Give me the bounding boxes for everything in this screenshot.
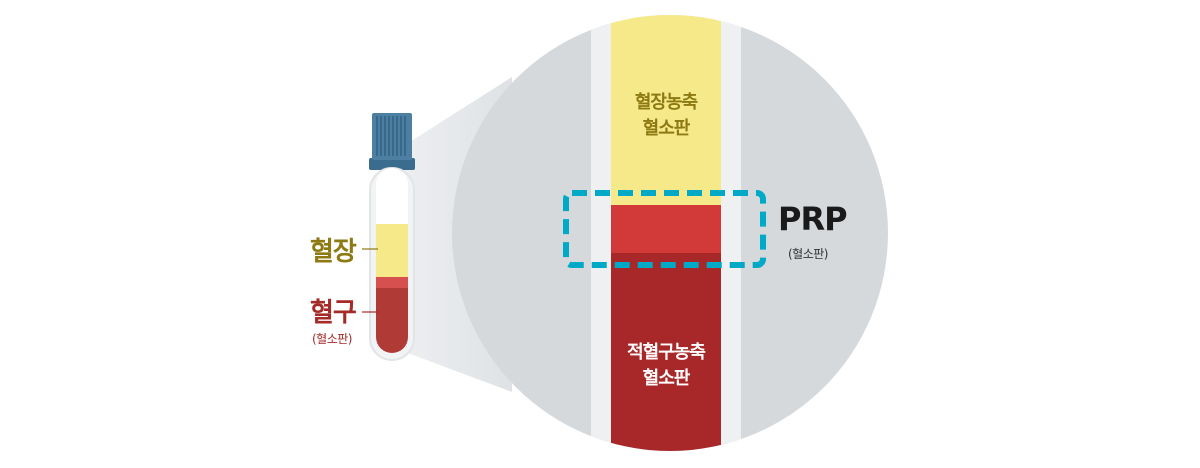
- plasma-band: [611, 15, 721, 205]
- prp-highlight-box: [563, 190, 766, 268]
- tube-plasma: [376, 224, 408, 277]
- plasma-label: 혈장: [310, 237, 357, 267]
- test-tube: [369, 113, 415, 361]
- tube-buffy-coat: [376, 277, 408, 288]
- buffy-coat-band: [611, 205, 721, 253]
- plasma-band-line1: 혈장농축: [634, 92, 698, 113]
- red-cell-band: [611, 253, 721, 451]
- zoom-circle: [452, 15, 888, 451]
- prp-title: PRP: [778, 200, 848, 238]
- blood-cells-label: 혈구: [310, 298, 357, 328]
- plasma-band-label: 혈장농축 혈소판: [611, 90, 721, 142]
- tube-cap: [372, 113, 412, 160]
- tube-red-cells: [376, 288, 408, 353]
- prp-sublabel: (혈소판): [788, 247, 828, 261]
- blood-cells-sublabel: (혈소판): [312, 332, 352, 346]
- plasma-band-line2: 혈소판: [642, 118, 691, 139]
- red-cell-band-line1: 적혈구농축: [627, 342, 706, 363]
- red-cell-band-label: 적혈구농축 혈소판: [611, 340, 721, 392]
- red-cell-band-line2: 혈소판: [642, 368, 691, 389]
